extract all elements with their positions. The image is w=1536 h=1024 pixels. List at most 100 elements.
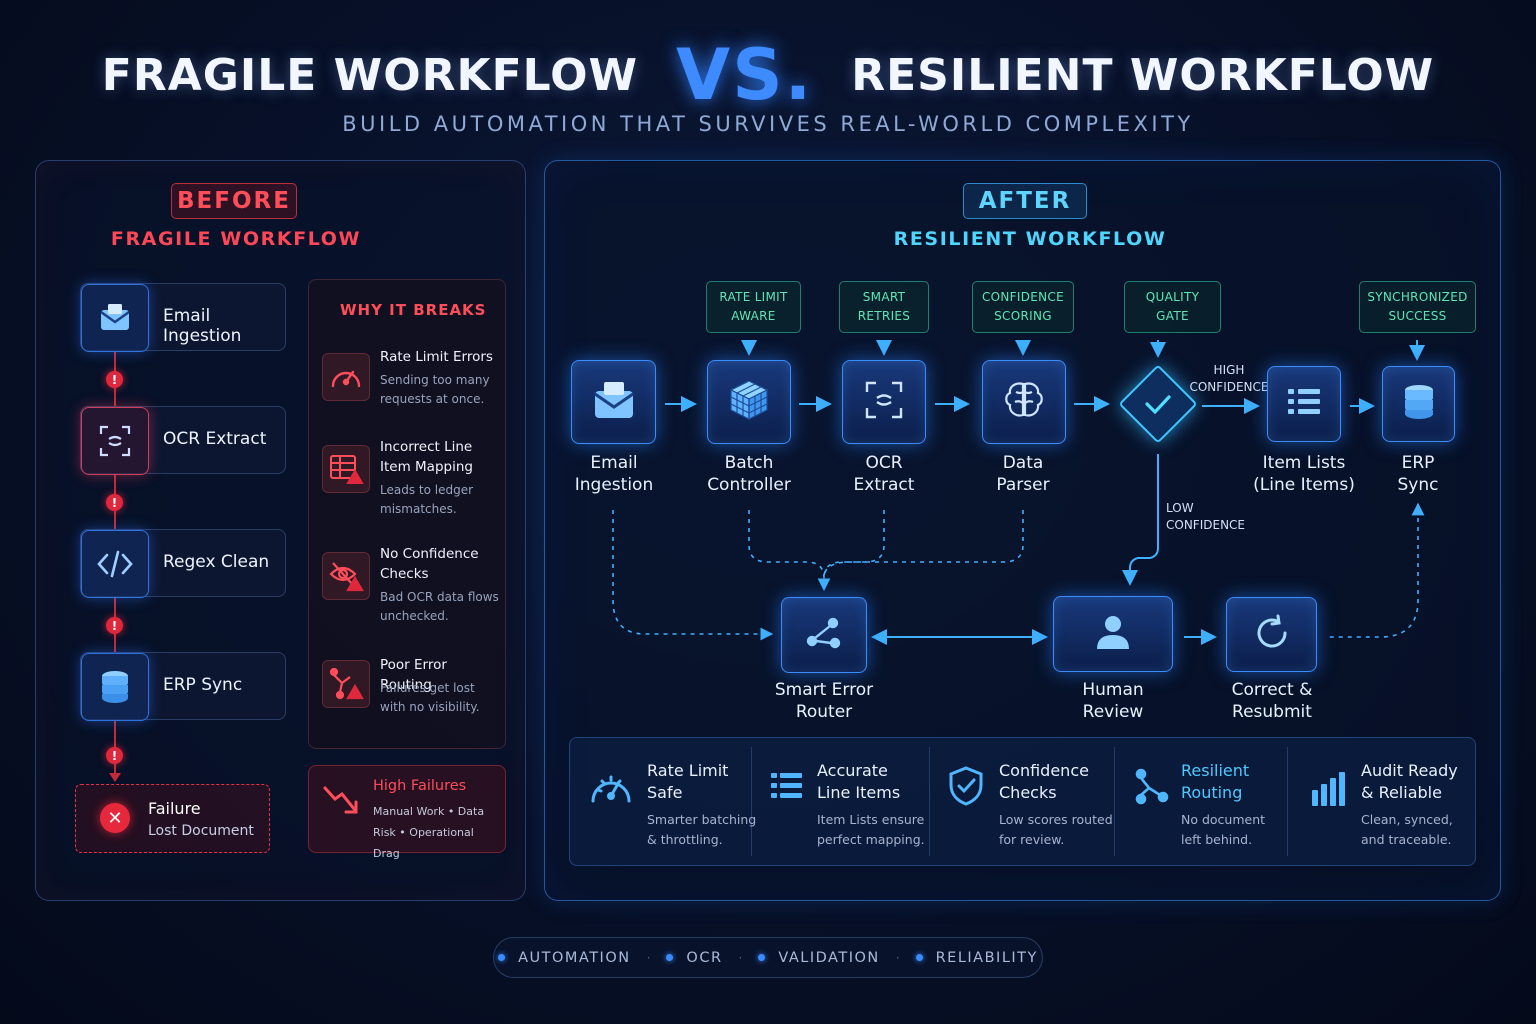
footer-item: VALIDATION (758, 950, 879, 966)
failure-desc: Lost Document (148, 823, 254, 839)
shield-check-icon (942, 762, 990, 810)
page-subtitle: BUILD AUTOMATION THAT SURVIVES REAL-WORL… (342, 112, 1194, 136)
scan-icon (862, 378, 906, 426)
database-icon (1401, 382, 1437, 426)
check-diamond-icon (1142, 390, 1174, 422)
why-item-desc: Failures get lost with no visibility. (380, 681, 480, 714)
node-email-ingestion (571, 360, 656, 444)
footer-item: AUTOMATION (498, 950, 631, 966)
dot-icon (915, 954, 923, 961)
why-item-title: Incorrect Line Item Mapping (380, 439, 473, 475)
failure-box: ✕ Failure Lost Document (75, 784, 270, 853)
trend-down-icon (322, 783, 362, 823)
after-subtitle: RESILIENT WORKFLOW (893, 228, 1167, 250)
brain-icon (1001, 378, 1047, 426)
code-icon (81, 530, 149, 598)
high-failures-title: High Failures (373, 778, 467, 794)
title-right: RESILIENT WORKFLOW (851, 49, 1435, 101)
title-vs: VS. (676, 34, 814, 116)
warning-icon: ! (106, 747, 123, 764)
why-item-desc: Leads to ledger mismatches. (380, 483, 474, 516)
before-subtitle: FRAGILE WORKFLOW (110, 228, 362, 250)
dot-icon (498, 954, 506, 961)
dot-icon (666, 954, 674, 961)
before-badge: BEFORE (171, 183, 297, 219)
footer-separator: · (895, 950, 900, 965)
scan-icon (81, 407, 149, 475)
benefit-desc: Clean, synced,and traceable. (1361, 812, 1453, 847)
eye-off-icon (322, 552, 370, 600)
node-human-review (1053, 596, 1173, 672)
footer-item: RELIABILITY (915, 950, 1038, 966)
step-label: Email Ingestion (163, 306, 242, 346)
node-smart-error-router (781, 597, 867, 673)
node-batch-controller (707, 360, 791, 444)
node-correct-resubmit (1226, 597, 1317, 672)
footer-item: OCR (666, 950, 722, 966)
database-icon (81, 653, 149, 721)
warning-icon: ! (106, 494, 123, 511)
why-item-desc: Bad OCR data flows unchecked. (380, 590, 499, 623)
step-label: ERP Sync (163, 675, 243, 695)
divider (751, 747, 752, 856)
user-icon (1093, 613, 1133, 655)
node-label: Item Lists(Line Items) (1253, 453, 1355, 495)
table-warning-icon (322, 445, 370, 493)
bar-chart-icon (1303, 764, 1351, 812)
gauge-icon (322, 353, 370, 401)
before-step-ocr-extract: OCR Extract (80, 406, 286, 475)
benefit-desc: Smarter batching& throttling. (647, 812, 757, 847)
step-label: OCR Extract (163, 429, 267, 449)
node-label: Correct &Resubmit (1231, 680, 1313, 722)
node-ocr-extract (842, 360, 926, 444)
list-icon (763, 762, 811, 810)
envelope-icon (591, 378, 637, 426)
high-failures-box (308, 765, 506, 853)
cube-icon (726, 377, 772, 427)
why-title: WHY IT BREAKS (340, 301, 487, 319)
title-left: FRAGILE WORKFLOW (101, 49, 639, 101)
why-item-desc: Sending too many requests at once. (380, 373, 490, 406)
footer-separator: · (646, 950, 651, 965)
high-failures-desc: Manual Work • Data Risk • Operational Dr… (373, 805, 485, 860)
node-erp-sync (1382, 366, 1455, 442)
gauge-icon (587, 764, 635, 812)
why-item-title: Rate Limit Errors (380, 349, 493, 365)
before-step-regex-clean: Regex Clean (80, 529, 286, 598)
close-icon: ✕ (100, 803, 130, 833)
envelope-icon (81, 284, 149, 352)
refresh-icon (1252, 613, 1292, 657)
share-icon (803, 614, 845, 656)
dot-icon (758, 954, 766, 961)
before-step-erp-sync: ERP Sync (80, 652, 286, 721)
footer-tags: AUTOMATION · OCR · VALIDATION · RELIABIL… (493, 937, 1043, 978)
node-item-lists (1267, 366, 1341, 442)
warning-icon: ! (106, 371, 123, 388)
node-data-parser (982, 360, 1066, 444)
before-step-email-ingestion: Email Ingestion (80, 283, 286, 352)
benefit-title: Audit Ready& Reliable (1361, 761, 1458, 802)
failure-title: Failure (148, 799, 201, 818)
step-label: Regex Clean (163, 552, 270, 572)
why-item-title: Poor Error Routing (380, 657, 447, 693)
divider (1287, 747, 1288, 856)
share-icon (1128, 762, 1176, 810)
